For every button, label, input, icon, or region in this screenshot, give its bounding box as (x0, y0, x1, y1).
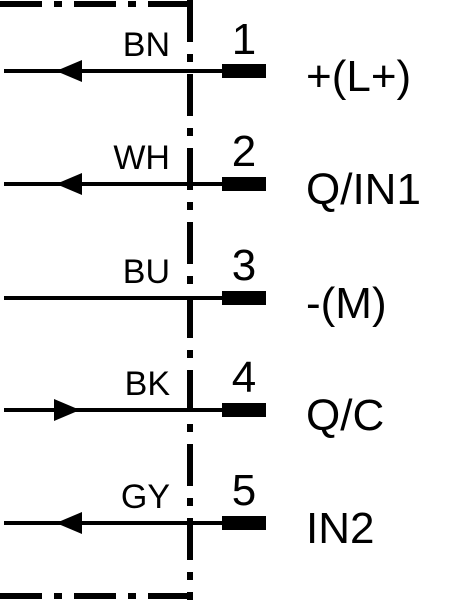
signal-label: IN2 (306, 504, 374, 553)
pin-row-2: WH 2 Q/IN1 (4, 127, 421, 214)
wire-code-label: BU (123, 253, 170, 291)
pin-row-1: BN 1 +(L+) (4, 15, 411, 101)
wire-code-label: WH (113, 139, 170, 177)
pin-terminal (222, 64, 266, 78)
wire-code-label: GY (121, 478, 170, 516)
pin-number-label: 1 (232, 15, 256, 64)
pin-terminal (222, 516, 266, 530)
pin-row-3: BU 3 -(M) (4, 241, 387, 328)
pin-terminal (222, 291, 266, 305)
arrow-left-icon (56, 173, 82, 195)
signal-label: -(M) (306, 279, 387, 328)
signal-label: Q/IN1 (306, 165, 421, 214)
pin-row-4: BK 4 Q/C (4, 353, 384, 440)
pin-terminal (222, 403, 266, 417)
pin-row-5: GY 5 IN2 (4, 466, 374, 553)
arrow-left-icon (56, 512, 82, 534)
signal-label: +(L+) (306, 52, 411, 101)
wire-code-label: BK (125, 365, 171, 403)
pin-number-label: 2 (232, 127, 256, 176)
pin-number-label: 4 (232, 353, 256, 402)
wire-code-label: BN (123, 26, 170, 64)
pin-number-label: 5 (232, 466, 256, 515)
arrow-left-icon (56, 60, 82, 82)
signal-label: Q/C (306, 391, 384, 440)
pin-number-label: 3 (232, 241, 256, 290)
pin-terminal (222, 177, 266, 191)
arrow-right-icon (54, 399, 80, 421)
